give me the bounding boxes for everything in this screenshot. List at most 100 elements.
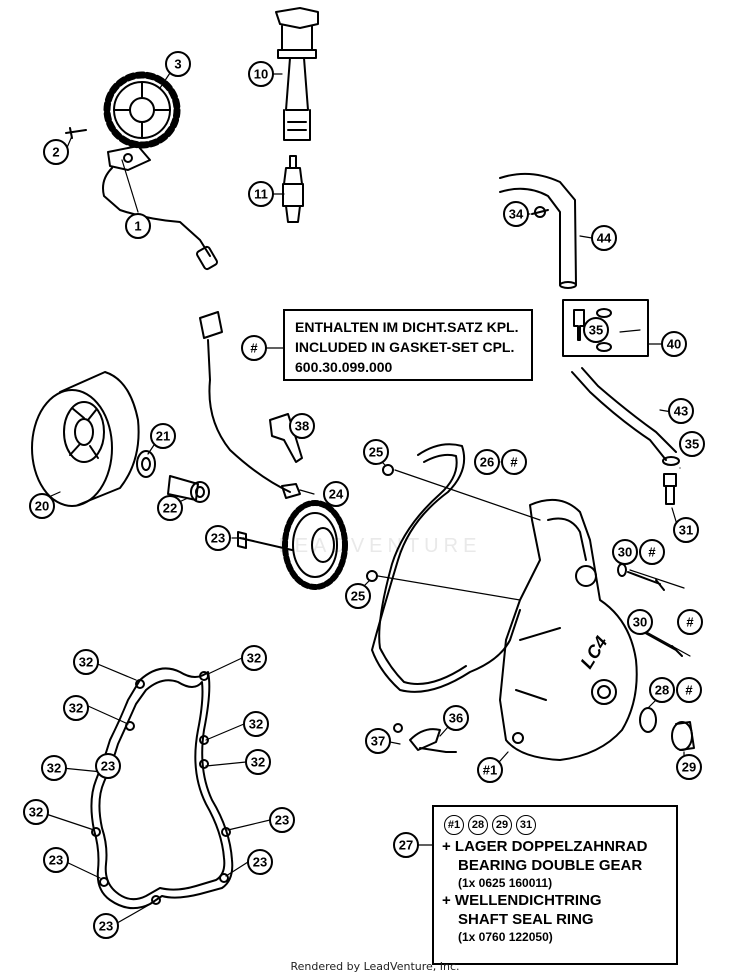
callout-circle	[677, 609, 703, 635]
kit-line-bearing-number: (1x 0625 160011)	[458, 876, 553, 890]
callout-circle	[248, 61, 274, 87]
callout: 32	[63, 695, 89, 721]
callout-circle	[501, 449, 527, 475]
kit-ref-callout: 29	[492, 815, 512, 835]
callout-label: 37	[371, 734, 385, 749]
callout-circle	[676, 754, 702, 780]
callout-label: 10	[254, 67, 268, 82]
callout-label: 28	[655, 683, 669, 698]
callout-circle	[205, 525, 231, 551]
callout: 20	[29, 493, 55, 519]
callout-label: 23	[99, 919, 113, 934]
screw-part	[627, 571, 665, 591]
o-ring-part	[639, 707, 657, 733]
spark-plug-part	[282, 155, 304, 223]
callout-label: #	[685, 683, 693, 698]
callout: 29	[676, 754, 702, 780]
callout: 38	[289, 413, 315, 439]
callout: 25	[345, 583, 371, 609]
callout-circle	[639, 539, 665, 565]
callout: 32	[41, 755, 67, 781]
callout-label: 23	[275, 813, 289, 828]
callout: 31	[673, 517, 699, 543]
watermark: LEADVENTURE	[278, 535, 482, 557]
callout-circle	[248, 181, 274, 207]
callout: 34	[503, 201, 529, 227]
callout-circle	[474, 449, 500, 475]
callout: #	[241, 335, 267, 361]
callout: 23	[43, 847, 69, 873]
callout-circle	[125, 213, 151, 239]
callout-circle	[241, 335, 267, 361]
ignition-coil-part	[275, 7, 319, 141]
callout: 30	[612, 539, 638, 565]
leader-lines	[39, 69, 685, 927]
callout-circle	[676, 677, 702, 703]
callout-label: 23	[101, 759, 115, 774]
callout-label: 21	[156, 429, 170, 444]
kit-refs: #1 28 29 31	[442, 813, 668, 837]
callout-label: 38	[295, 419, 309, 434]
callout-circle	[627, 609, 653, 635]
callout-circle	[43, 847, 69, 873]
callout-circle	[245, 749, 271, 775]
callout: #	[639, 539, 665, 565]
callout: 26	[474, 449, 500, 475]
callout-label: 11	[254, 187, 268, 202]
kit-ref-callout: #1	[444, 815, 464, 835]
callout-label: 32	[249, 717, 263, 732]
callout-label: 34	[509, 207, 524, 222]
callout-label: 25	[351, 589, 365, 604]
timing-wheel-part	[103, 71, 181, 149]
callout: 35	[583, 317, 609, 343]
callout-label: 2	[52, 145, 59, 160]
callout: 32	[243, 711, 269, 737]
cover-gasket-part	[366, 443, 521, 693]
callout: #1	[477, 757, 503, 783]
callout: 11	[248, 181, 274, 207]
callout-circle	[243, 711, 269, 737]
clip-part	[393, 723, 457, 753]
callout-circle	[668, 398, 694, 424]
stator-part	[199, 311, 348, 590]
lower-gasket-part	[90, 667, 234, 910]
callout-label: 43	[674, 404, 688, 419]
screw-part	[237, 531, 293, 551]
flywheel-part	[31, 371, 140, 507]
note-line-en: INCLUDED IN GASKET-SET CPL.	[295, 339, 515, 355]
callout: 25	[363, 439, 389, 465]
callout-circle	[345, 583, 371, 609]
callout-label: 23	[49, 853, 63, 868]
kit-ref-callout: 28	[468, 815, 488, 835]
callout-circle	[673, 517, 699, 543]
callout: 22	[157, 495, 183, 521]
callout-label: 36	[449, 711, 463, 726]
callout: 32	[23, 799, 49, 825]
callout: 40	[661, 331, 687, 357]
callout: 44	[591, 225, 617, 251]
footer-credit: Rendered by LeadVenture, Inc.	[290, 960, 460, 973]
bushing-part	[167, 475, 210, 503]
kit-line-bearing-de: + LAGER DOPPELZAHNRAD	[442, 838, 648, 855]
callout: 32	[73, 649, 99, 675]
callout-circle	[443, 705, 469, 731]
kit-line-seal-de: + WELLENDICHTRING	[442, 892, 602, 909]
callout-label: 29	[682, 760, 696, 775]
callout-circle	[393, 832, 419, 858]
callout: #	[677, 609, 703, 635]
callout-circle	[157, 495, 183, 521]
callout-circle	[363, 439, 389, 465]
callout-label: 40	[667, 337, 681, 352]
callout-circle	[289, 413, 315, 439]
kit-line-bearing-en: BEARING DOUBLE GEAR	[458, 857, 643, 874]
callout-label: #	[510, 455, 518, 470]
callout: 23	[93, 913, 119, 939]
callout: 23	[205, 525, 231, 551]
callout: 10	[248, 61, 274, 87]
callout-label: 31	[679, 523, 693, 538]
callout-circle	[43, 139, 69, 165]
callout-circle	[241, 645, 267, 671]
hose-upper-part	[499, 172, 577, 289]
